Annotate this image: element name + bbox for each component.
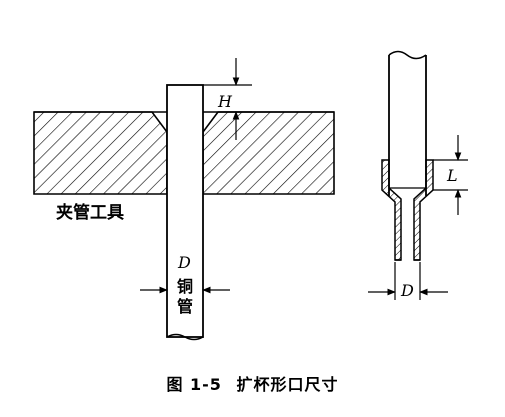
label-copper-2: 管 [177,297,193,316]
caption-title: 扩杯形口尺寸 [236,375,339,394]
label-copper-1: 铜 [177,277,193,296]
label-h: H [217,92,233,111]
dimension-d-right: D [368,262,448,300]
figure-caption: 图 1-5 扩杯形口尺寸 [0,371,505,395]
dimension-h: H [203,58,252,140]
clamp-block-right [202,111,335,195]
label-l: L [446,166,458,185]
label-d-left: D [177,253,191,272]
caption-number: 图 1-5 [166,375,222,394]
label-d-right: D [400,281,414,300]
clamp-block-left [33,111,168,195]
dimension-l: L [433,135,468,215]
copper-pipe-left [166,84,204,341]
label-clamp-tool: 夹管工具 [56,202,124,223]
flared-pipe [381,50,434,261]
